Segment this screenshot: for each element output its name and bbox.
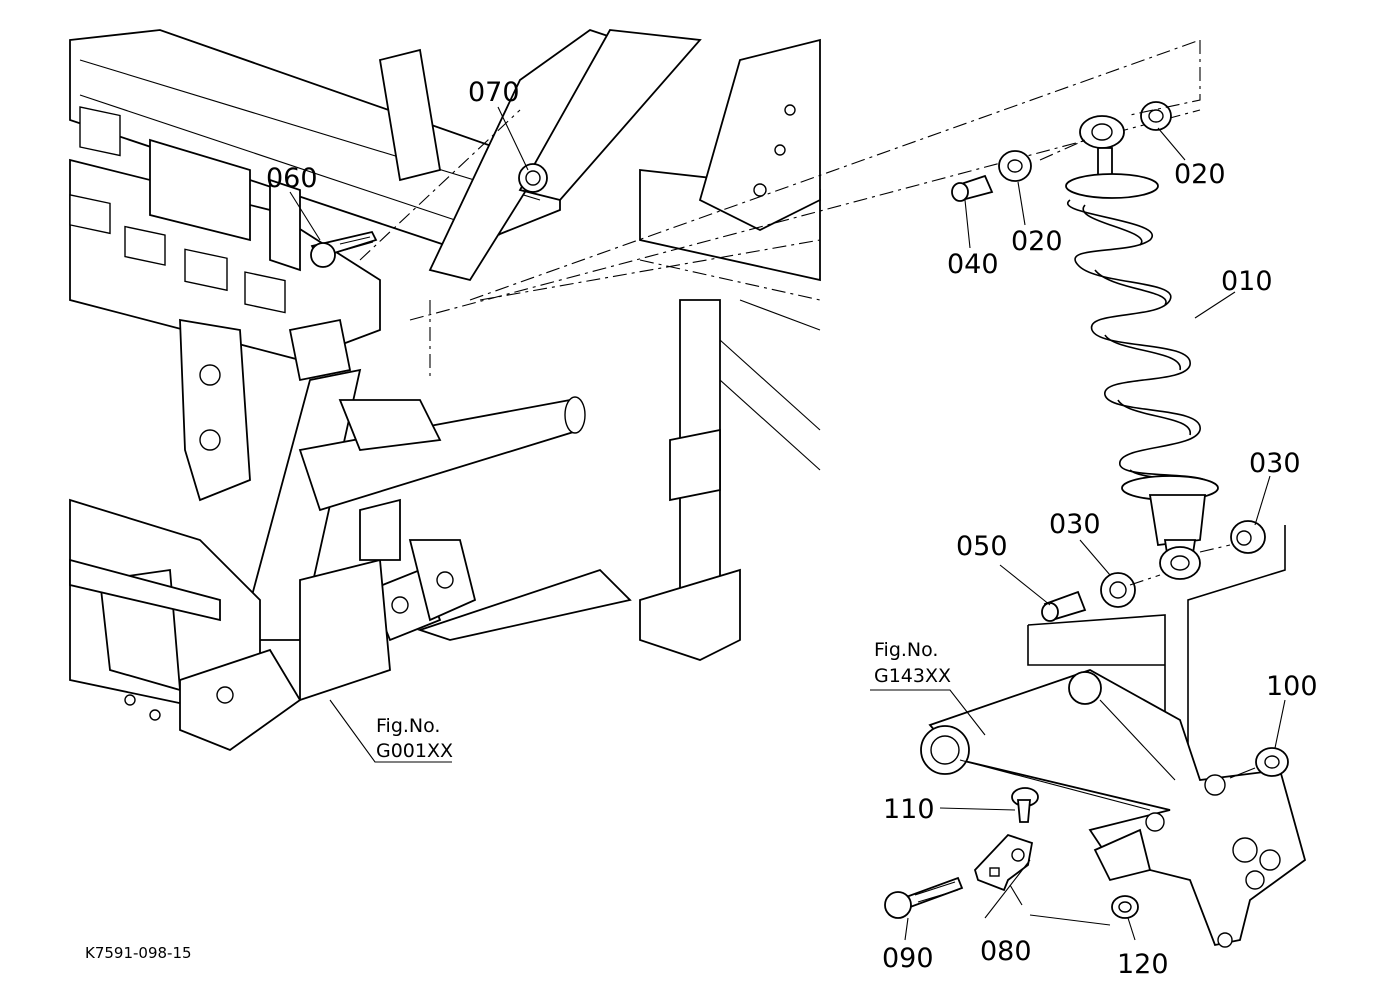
callout-labels: 010 020 020 040 030 030 050 060 070 100 …	[266, 77, 1318, 980]
drawing-code: K7591-098-15	[85, 944, 192, 962]
frame-assembly	[69, 29, 1201, 752]
collar-050	[1041, 590, 1087, 622]
nut-100	[1255, 747, 1289, 777]
callout-100: 100	[1266, 671, 1318, 702]
callout-060: 060	[266, 163, 318, 194]
bearing-030-right	[1230, 520, 1266, 554]
nut-120	[1111, 895, 1139, 919]
collar-040	[951, 174, 994, 202]
callout-090: 090	[882, 943, 934, 974]
figure-reference-g001: Fig.No. G001XX	[376, 715, 453, 762]
fig-ref-g001-prefix: Fig.No.	[376, 715, 440, 737]
leader-lines	[289, 106, 1286, 941]
callout-050: 050	[956, 531, 1008, 562]
shock-absorber-010	[1065, 115, 1219, 580]
callout-010: 010	[1221, 266, 1273, 297]
callout-020-lower: 020	[1011, 226, 1063, 257]
bracket-080	[973, 833, 1034, 892]
bushing-020-lower	[998, 150, 1032, 182]
fig-ref-g143-code: G143XX	[874, 665, 951, 687]
callout-120: 120	[1117, 949, 1169, 980]
fig-ref-g143-prefix: Fig.No.	[874, 639, 938, 661]
callout-040: 040	[947, 249, 999, 280]
fig-ref-g001-code: G001XX	[376, 740, 453, 762]
callout-020-upper: 020	[1174, 159, 1226, 190]
callout-080: 080	[980, 936, 1032, 967]
bolt-090	[884, 876, 964, 919]
bushing-020-upper	[1140, 101, 1172, 131]
figure-reference-g143: Fig.No. G143XX	[874, 639, 951, 687]
lower-arm	[920, 669, 1307, 948]
bolt-110	[1011, 787, 1039, 823]
callout-110: 110	[883, 794, 935, 825]
bolt-060	[310, 230, 378, 268]
nut-070	[518, 163, 548, 193]
callout-030-right: 030	[1249, 448, 1301, 479]
bearing-030-left	[1100, 572, 1136, 608]
callout-030-left: 030	[1049, 509, 1101, 540]
callout-070: 070	[468, 77, 520, 108]
